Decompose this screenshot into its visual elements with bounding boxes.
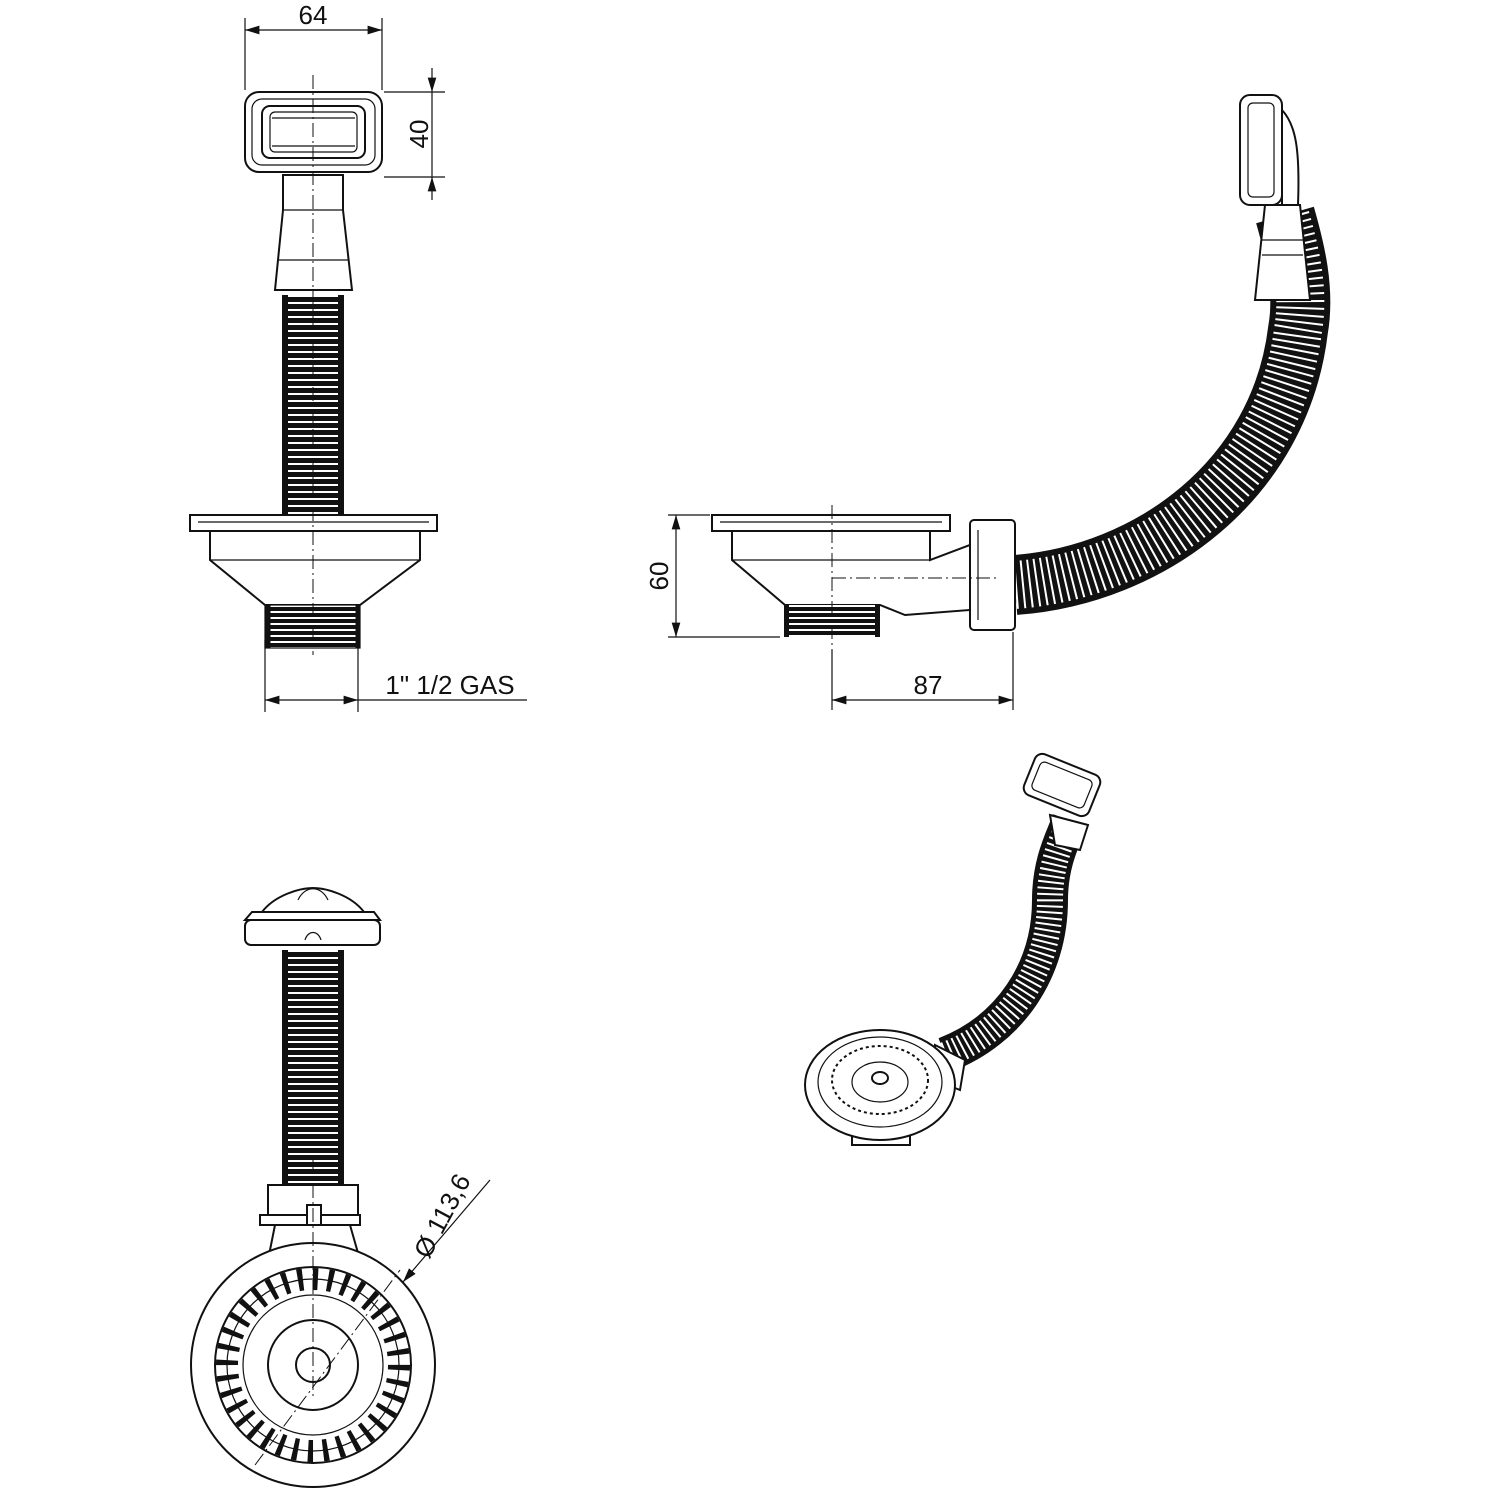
dimension-40: 40 bbox=[384, 68, 445, 200]
svg-text:Ø 113,6: Ø 113,6 bbox=[408, 1169, 477, 1263]
svg-text:64: 64 bbox=[299, 0, 328, 30]
dimension-60: 60 bbox=[644, 514, 780, 638]
side-overflow-box bbox=[1239, 94, 1300, 206]
dimension-diameter: Ø 113,6 bbox=[402, 1169, 491, 1283]
dimension-64: 64 bbox=[244, 0, 383, 90]
basket-knob bbox=[242, 886, 382, 946]
svg-text:87: 87 bbox=[914, 670, 943, 700]
dimension-thread: 1" 1/2 GAS bbox=[264, 640, 527, 712]
svg-text:60: 60 bbox=[644, 562, 674, 591]
perspective-view bbox=[804, 752, 1102, 1146]
bottom-view: Ø 113,6 bbox=[190, 886, 491, 1488]
side-view: 60 87 bbox=[644, 94, 1331, 710]
strainer-body bbox=[209, 530, 421, 606]
side-nut bbox=[969, 519, 1016, 631]
front-view: 64 40 1" 1/2 GAS bbox=[189, 0, 527, 712]
dimension-87: 87 bbox=[831, 632, 1014, 710]
svg-text:1" 1/2 GAS: 1" 1/2 GAS bbox=[385, 670, 514, 700]
perspective-overflow-box bbox=[1022, 752, 1102, 818]
svg-text:40: 40 bbox=[404, 120, 434, 149]
side-body bbox=[731, 530, 971, 617]
